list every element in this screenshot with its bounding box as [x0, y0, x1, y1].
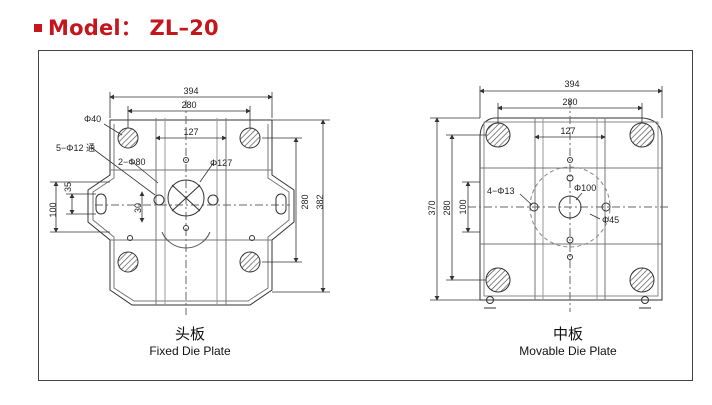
tie-rod-hole [117, 127, 139, 149]
dim-center-bore: Φ127 [210, 158, 232, 168]
fixed-plate-outline [87, 119, 295, 306]
center-bore [558, 195, 582, 219]
dim-tie-bar-height: 280 [300, 194, 310, 209]
dim-holes: 5−Φ12 通 [56, 143, 95, 153]
dim-left-outer: 100 [48, 202, 58, 217]
tie-rod-hole [485, 122, 511, 148]
movable-plate-caption: 中板 Movable Die Plate [478, 325, 658, 359]
tie-rod-hole [239, 251, 261, 273]
center-bore [167, 179, 205, 217]
dim-tie-bar-width: 280 [562, 97, 577, 107]
dim-center-vertical: 30 [133, 203, 143, 213]
movable-die-plate-drawing [430, 86, 668, 312]
dim-center-width: 127 [183, 127, 198, 137]
dim-center-bore: Φ100 [574, 183, 596, 193]
model-heading: Model： ZL–20 [34, 10, 219, 44]
dim-tie-bar-height: 280 [442, 200, 452, 215]
tie-rod-hole [117, 251, 139, 273]
dim-locator: 2−Φ80 [118, 157, 145, 167]
dim-left-inner: 35 [63, 182, 73, 192]
fixed-die-plate-drawing [50, 92, 330, 315]
dim-overall-height: 370 [427, 200, 437, 215]
dim-center-width: 127 [560, 126, 575, 136]
fixed-plate-dimension-labels: 394 280 127 Φ40 5−Φ12 通 2−Φ80 Φ127 100 3… [48, 86, 325, 218]
dim-inner-height: 100 [458, 199, 468, 214]
dim-tie-bar-width: 280 [181, 100, 196, 110]
tie-rod-hole [239, 127, 261, 149]
fixed-plate-name-zh: 头板 [174, 325, 205, 343]
model-title: Model： ZL–20 [48, 16, 219, 40]
dim-overall-width: 394 [564, 79, 579, 89]
dim-overall-width: 394 [183, 86, 198, 96]
dim-tie-rod: Φ40 [84, 114, 101, 124]
tie-rod-hole [485, 267, 511, 293]
dim-overall-height: 382 [315, 194, 325, 209]
dim-holes: 4−Φ13 [487, 186, 514, 196]
fixed-plate-inner-outline [92, 124, 290, 302]
movable-plate-dimension-labels: 394 280 127 370 280 100 4−Φ13 Φ100 Φ45 [427, 79, 619, 225]
fixed-plate-caption: 头板 Fixed Die Plate [115, 325, 265, 359]
tie-rod-hole [629, 267, 655, 293]
movable-plate-name-zh: 中板 [552, 325, 583, 343]
bullet-square-icon [34, 24, 42, 32]
tie-rod-hole [629, 122, 655, 148]
fixed-plate-name-en: Fixed Die Plate [149, 344, 231, 358]
drawing-frame [38, 50, 693, 381]
dim-ejector: Φ45 [602, 215, 619, 225]
movable-plate-name-en: Movable Die Plate [519, 344, 617, 358]
